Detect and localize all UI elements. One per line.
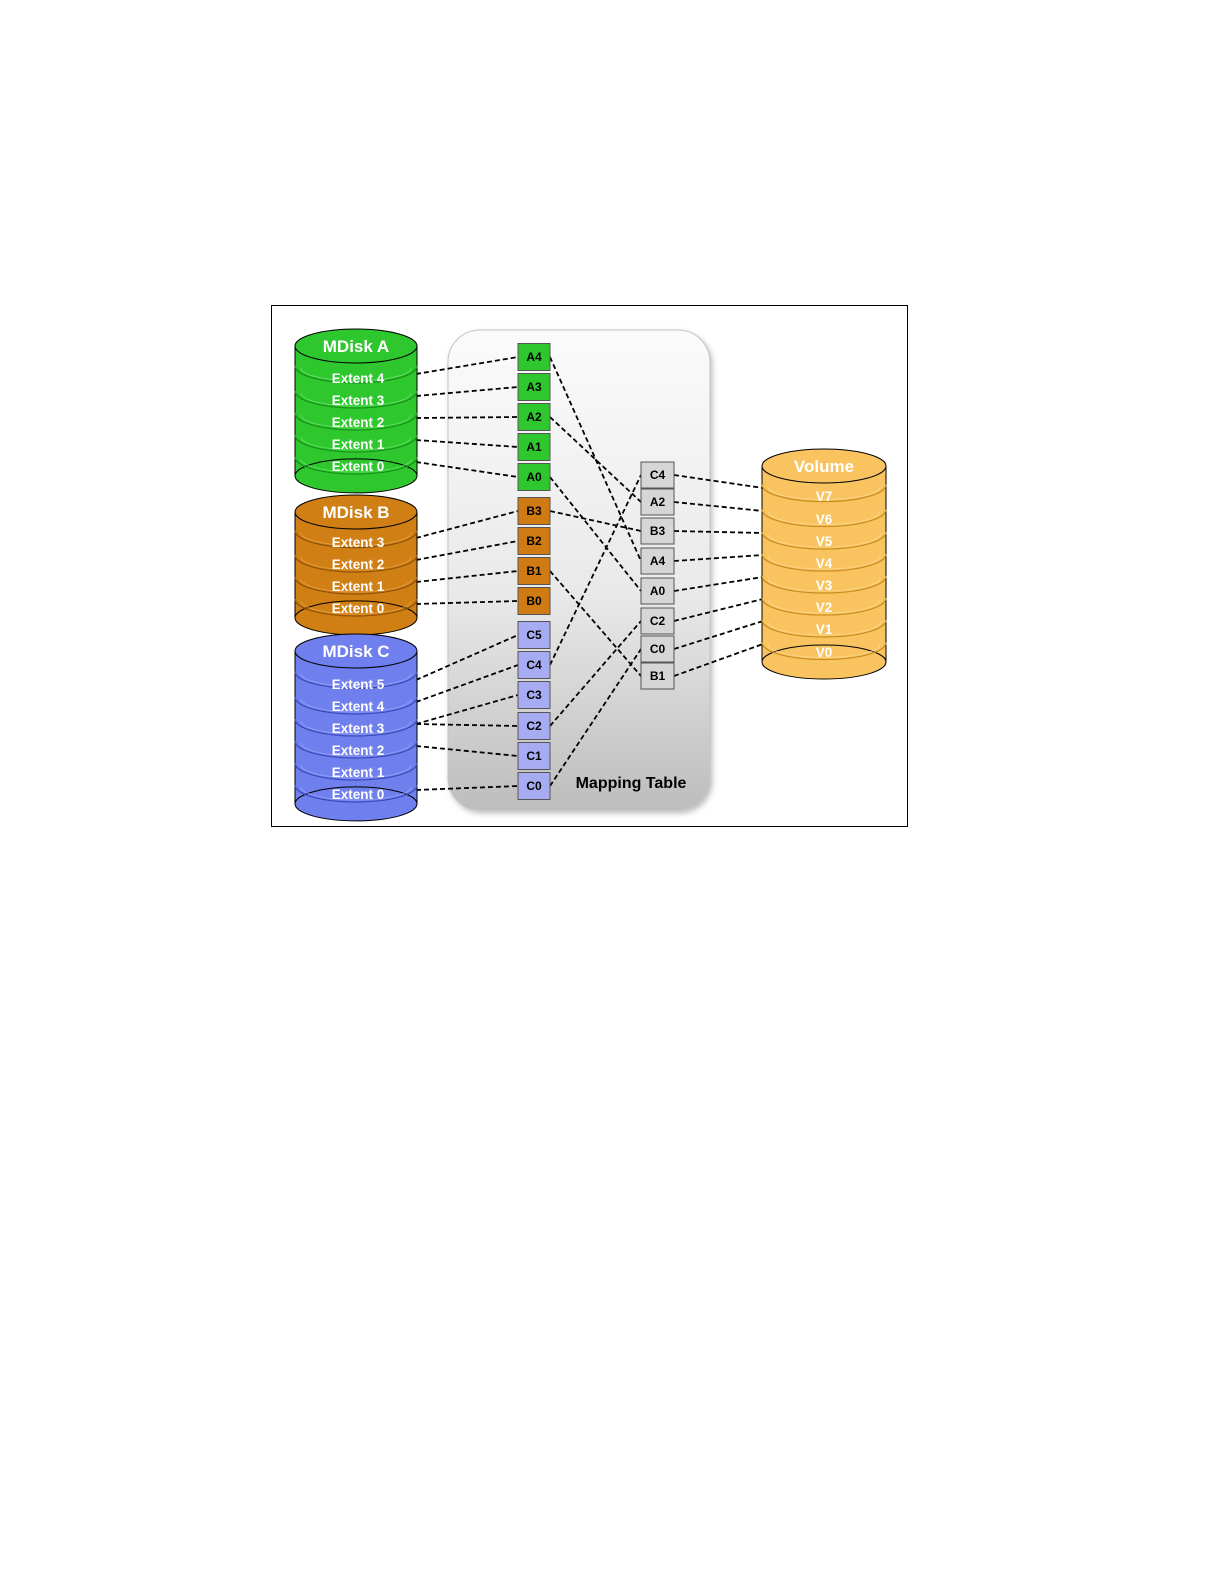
extent-cell: A3 (518, 374, 550, 401)
mdisk-a-title: MDisk A (323, 337, 389, 356)
volume-extent-label: V3 (816, 578, 833, 593)
svg-text:C0: C0 (650, 642, 666, 656)
svg-text:A4: A4 (650, 554, 666, 568)
svg-text:B1: B1 (650, 669, 666, 683)
extent-cell: C4 (518, 652, 550, 679)
volume-extent-label: V0 (816, 645, 833, 660)
mdisk-a-extent-label: Extent 3 (332, 393, 385, 408)
volume-extent-label: V6 (816, 512, 833, 527)
svg-text:A1: A1 (526, 440, 542, 454)
mdisk-c-extent-label: Extent 1 (332, 765, 385, 780)
svg-text:B3: B3 (650, 524, 666, 538)
volume-extent-label: V5 (816, 534, 833, 549)
extent-cell: A2 (518, 404, 550, 431)
volume-extent-label: V4 (816, 556, 833, 571)
svg-text:B1: B1 (526, 564, 542, 578)
volume-cell: B1 (641, 663, 674, 689)
mdisk-c-extent-label: Extent 5 (332, 677, 385, 692)
mdisk-a: MDisk A Extent 4 Extent 3 Extent 2 Exten… (295, 329, 417, 493)
mdisk-c-extent-label: Extent 4 (332, 699, 385, 714)
svg-text:C2: C2 (526, 719, 542, 733)
volume-cell: A4 (641, 548, 674, 574)
mdisk-a-extent-label: Extent 2 (332, 415, 385, 430)
svg-text:B3: B3 (526, 504, 542, 518)
volume-cell: A0 (641, 578, 674, 604)
volume-cell: C0 (641, 636, 674, 662)
svg-text:A2: A2 (650, 495, 666, 509)
mdisk-c-extent-label: Extent 0 (332, 787, 385, 802)
volume-cell: C2 (641, 608, 674, 634)
mdisk-a-body (295, 346, 417, 476)
volume-title: Volume (794, 457, 854, 476)
svg-text:A4: A4 (526, 350, 542, 364)
svg-text:A3: A3 (526, 380, 542, 394)
mdisk-a-extent-label: Extent 4 (332, 371, 385, 386)
volume-cell: C4 (641, 462, 674, 488)
svg-text:A0: A0 (650, 584, 666, 598)
extent-cell: B3 (518, 498, 550, 525)
mdisk-c-title: MDisk C (322, 642, 389, 661)
volume-disk: Volume V7 V6 V5 V4 V3 V2 V1 V0 (762, 449, 886, 679)
mdisk-b-extent-label: Extent 0 (332, 601, 385, 616)
extent-cell: C0 (518, 773, 550, 800)
svg-text:C1: C1 (526, 749, 542, 763)
extent-cell: C5 (518, 622, 550, 649)
mdisk-b-extent-label: Extent 2 (332, 557, 385, 572)
svg-text:C4: C4 (650, 468, 666, 482)
svg-text:B2: B2 (526, 534, 542, 548)
volume-extent-label: V1 (816, 622, 833, 637)
svg-text:B0: B0 (526, 594, 542, 608)
extent-cell: C3 (518, 682, 550, 709)
mdisk-b-extent-label: Extent 3 (332, 535, 385, 550)
mdisk-c-extent-label: Extent 2 (332, 743, 385, 758)
extent-cell: A4 (518, 344, 550, 371)
extent-cell-column: A4 A3 A2 A1 A0 B3 B2 B1 B0 C5 C4 C3 C2 C… (518, 344, 550, 800)
mapping-table-label: Mapping Table (576, 775, 687, 792)
extent-cell: A0 (518, 464, 550, 491)
svg-text:A0: A0 (526, 470, 542, 484)
extent-cell: B0 (518, 588, 550, 615)
extent-cell: B1 (518, 558, 550, 585)
volume-extent-label: V7 (816, 489, 833, 504)
volume-cell: A2 (641, 489, 674, 515)
mdisk-a-extent-label: Extent 0 (332, 459, 385, 474)
svg-text:C4: C4 (526, 658, 542, 672)
extent-cell: B2 (518, 528, 550, 555)
mdisk-b-extent-label: Extent 1 (332, 579, 385, 594)
svg-text:C5: C5 (526, 628, 542, 642)
volume-cell: B3 (641, 518, 674, 544)
extent-cell: C1 (518, 743, 550, 770)
mdisk-c-extent-label: Extent 3 (332, 721, 385, 736)
svg-text:C0: C0 (526, 779, 542, 793)
mdisk-a-extent-label: Extent 1 (332, 437, 385, 452)
mdisk-b: MDisk B Extent 3 Extent 2 Extent 1 Exten… (295, 495, 417, 635)
extent-cell: C2 (518, 713, 550, 740)
mdisk-b-title: MDisk B (322, 503, 389, 522)
svg-text:C3: C3 (526, 688, 542, 702)
volume-extent-label: V2 (816, 600, 833, 615)
mdisk-c: MDisk C Extent 5 Extent 4 Extent 3 Exten… (295, 634, 417, 821)
svg-text:A2: A2 (526, 410, 542, 424)
svg-text:C2: C2 (650, 614, 666, 628)
extent-cell: A1 (518, 434, 550, 461)
